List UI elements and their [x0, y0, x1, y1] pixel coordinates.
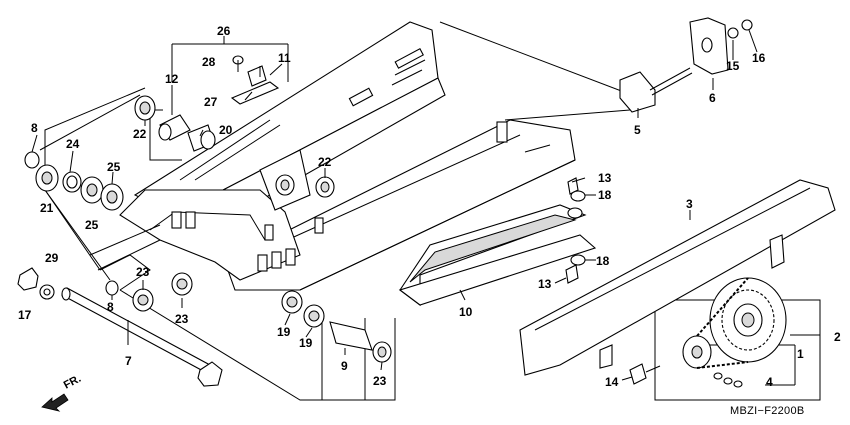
callout-25b: 25: [85, 218, 99, 232]
callout-25a: 25: [107, 160, 121, 174]
callout-13b: 13: [538, 277, 552, 291]
bearings-left: [17, 95, 392, 363]
chain-slider: [398, 204, 597, 307]
callout-6: 6: [709, 91, 716, 105]
callout-28: 28: [202, 55, 216, 69]
swingarm: [119, 21, 576, 291]
stopper-plate: [230, 55, 280, 105]
callout-2: 2: [834, 330, 841, 344]
callout-9: 9: [341, 359, 348, 373]
chain-adjuster: [619, 17, 753, 113]
diagram-code: MBZI−F2200B: [730, 405, 805, 417]
callout-22b: 22: [318, 155, 332, 169]
front-direction-label: FR.: [62, 373, 83, 392]
drive-chain: [682, 277, 787, 388]
callout-3: 3: [686, 197, 693, 211]
callout-18a: 18: [598, 188, 612, 202]
front-arrow: FR.: [41, 373, 83, 412]
callout-23b: 23: [175, 312, 189, 326]
callout-26: 26: [217, 24, 231, 38]
callout-29: 29: [45, 251, 59, 265]
callout-1: 1: [797, 347, 804, 361]
callout-19a: 19: [277, 325, 291, 339]
callout-23a: 23: [136, 265, 150, 279]
callout-8a: 8: [31, 121, 38, 135]
chain-guard: [519, 179, 836, 376]
leader-lines: [31, 29, 758, 381]
callout-10: 10: [459, 305, 473, 319]
callout-20: 20: [219, 123, 233, 137]
callout-4: 4: [766, 375, 773, 389]
callout-18b: 18: [596, 254, 610, 268]
pivot-bolt: [61, 287, 223, 387]
callout-11: 11: [278, 51, 291, 65]
callout-15: 15: [726, 59, 740, 73]
callout-13a: 13: [598, 171, 612, 185]
callout-27: 27: [204, 95, 218, 109]
callout-16: 16: [752, 51, 766, 65]
callout-21: 21: [40, 201, 54, 215]
callout-12: 12: [165, 72, 179, 86]
callout-7: 7: [125, 354, 132, 368]
callout-8b: 8: [107, 300, 114, 314]
callout-17: 17: [18, 308, 32, 322]
callout-22a: 22: [133, 127, 147, 141]
fasteners: [565, 177, 661, 385]
callout-5: 5: [634, 123, 641, 137]
callout-labels: 1 2 3 4 5 6 7 8 8 9 10 11 12 13 13 14 15…: [18, 24, 841, 389]
callout-23c: 23: [373, 374, 387, 388]
callout-19b: 19: [299, 336, 313, 350]
callout-24: 24: [66, 137, 80, 151]
callout-14: 14: [605, 375, 619, 389]
